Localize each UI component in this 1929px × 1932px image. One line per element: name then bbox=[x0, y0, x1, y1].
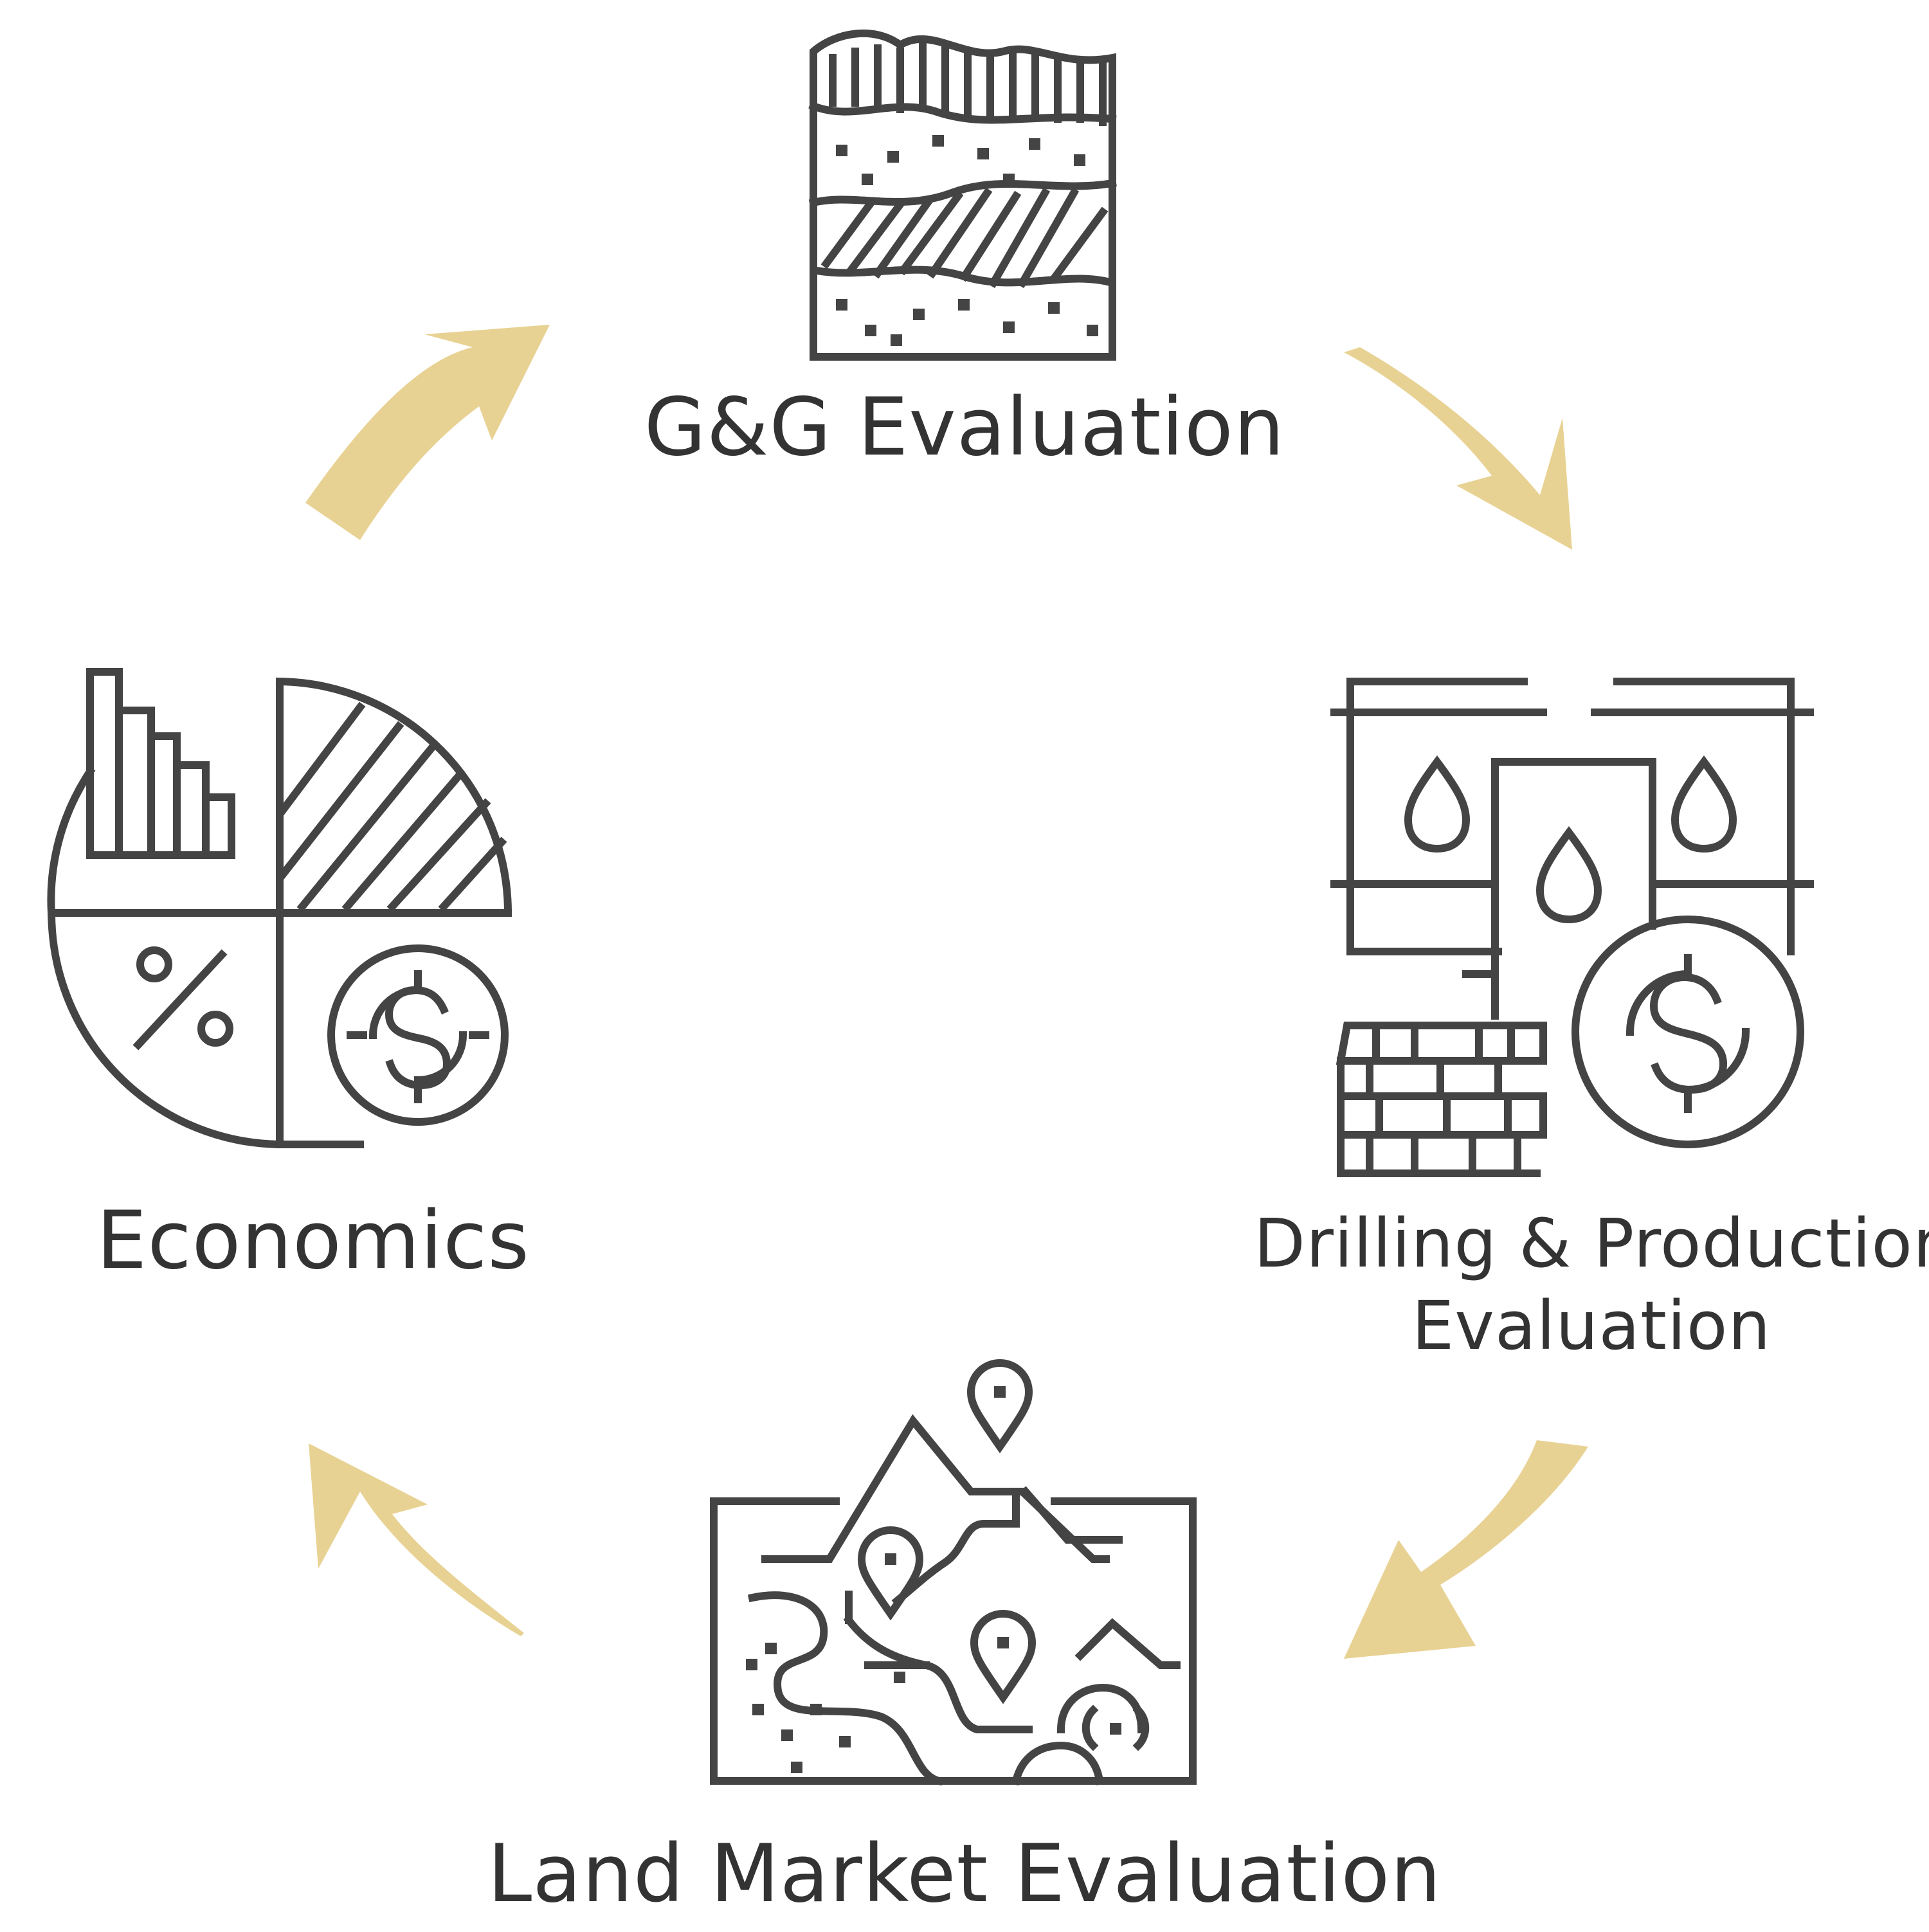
land-market-label: Land Market Evaluation bbox=[487, 1828, 1442, 1920]
arrow-gg-to-drilling bbox=[1344, 347, 1572, 550]
arrow-economics-to-gg bbox=[305, 325, 550, 540]
pie-chart-finance-icon bbox=[47, 668, 512, 1148]
gg-evaluation-label: G&G Evaluation bbox=[644, 381, 1285, 474]
drilling-label-line1: Drilling & Production bbox=[1254, 1204, 1929, 1283]
drilling-label-line2: Evaluation bbox=[1411, 1286, 1771, 1365]
arrow-drilling-to-land bbox=[1344, 1440, 1588, 1659]
oil-barrels-money-icon bbox=[1330, 678, 1814, 1177]
economics-label: Economics bbox=[96, 1195, 530, 1287]
cycle-arrows bbox=[305, 325, 1588, 1659]
rock-strata-icon bbox=[808, 29, 1117, 361]
arrow-land-to-economics bbox=[309, 1443, 524, 1636]
drilling-production-label: Drilling & Production Evaluation bbox=[1254, 1202, 1929, 1367]
terrain-map-pins-icon bbox=[710, 1359, 1197, 1786]
